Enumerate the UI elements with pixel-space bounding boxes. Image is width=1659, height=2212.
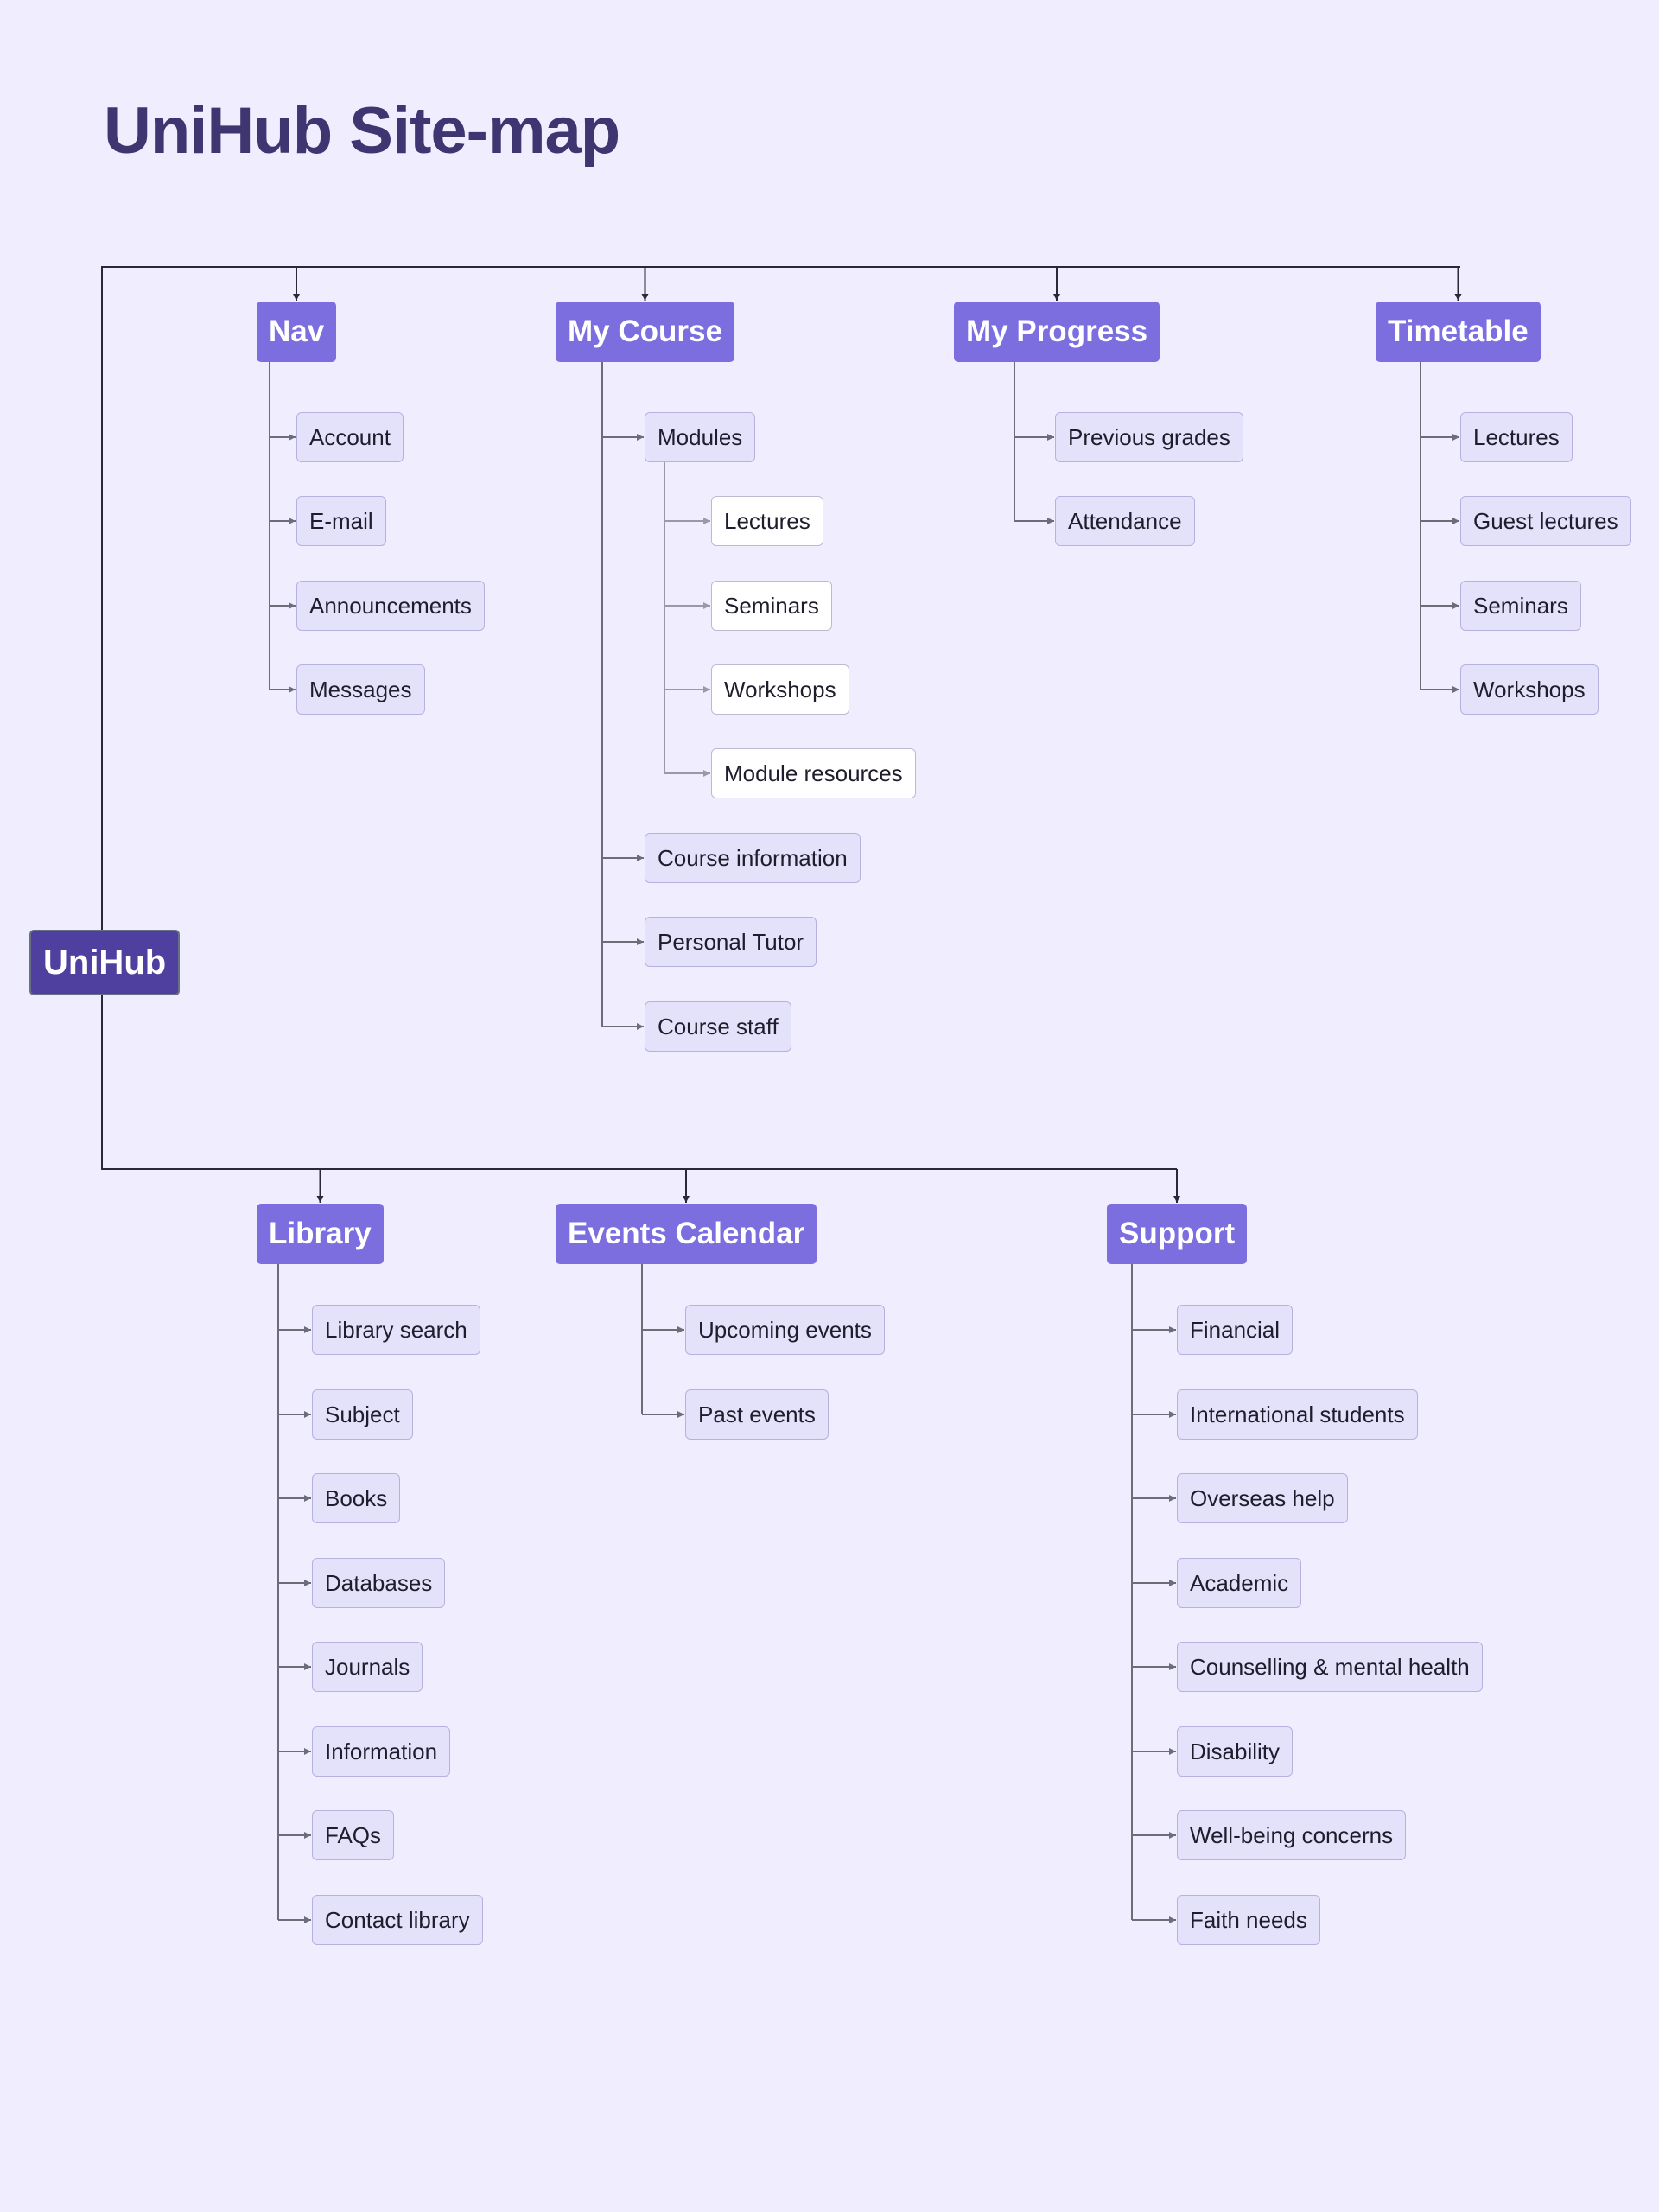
item-financial[interactable]: Financial (1177, 1305, 1294, 1355)
section-my-course[interactable]: My Course (556, 302, 734, 362)
item-journals[interactable]: Journals (312, 1642, 423, 1692)
section-nav[interactable]: Nav (257, 302, 337, 362)
root-bottom-connector (101, 995, 1177, 1170)
item-timetable-workshops[interactable]: Workshops (1460, 664, 1599, 715)
item-attendance[interactable]: Attendance (1055, 496, 1195, 546)
item-messages[interactable]: Messages (296, 664, 425, 715)
subitem-lectures[interactable]: Lectures (711, 496, 823, 546)
item-course-information[interactable]: Course information (645, 833, 861, 883)
root-node[interactable]: UniHub (29, 930, 181, 995)
item-announcements[interactable]: Announcements (296, 581, 485, 631)
item-library-search[interactable]: Library search (312, 1305, 480, 1355)
item-guest-lectures[interactable]: Guest lectures (1460, 496, 1631, 546)
item-previous-grades[interactable]: Previous grades (1055, 412, 1243, 462)
section-support[interactable]: Support (1107, 1204, 1248, 1264)
item-academic[interactable]: Academic (1177, 1558, 1302, 1608)
section-my-progress[interactable]: My Progress (954, 302, 1160, 362)
subitem-workshops[interactable]: Workshops (711, 664, 849, 715)
section-library[interactable]: Library (257, 1204, 384, 1264)
item-information[interactable]: Information (312, 1726, 451, 1777)
item-timetable-lectures[interactable]: Lectures (1460, 412, 1573, 462)
item-course-staff[interactable]: Course staff (645, 1001, 791, 1052)
item-upcoming-events[interactable]: Upcoming events (685, 1305, 885, 1355)
item-faith-needs[interactable]: Faith needs (1177, 1895, 1320, 1945)
item-timetable-seminars[interactable]: Seminars (1460, 581, 1581, 631)
item-subject[interactable]: Subject (312, 1389, 413, 1440)
item-account[interactable]: Account (296, 412, 404, 462)
item-counselling-mental-health[interactable]: Counselling & mental health (1177, 1642, 1483, 1692)
item-faqs[interactable]: FAQs (312, 1810, 395, 1860)
item-e-mail[interactable]: E-mail (296, 496, 386, 546)
section-timetable[interactable]: Timetable (1376, 302, 1541, 362)
item-disability[interactable]: Disability (1177, 1726, 1294, 1777)
item-contact-library[interactable]: Contact library (312, 1895, 483, 1945)
item-past-events[interactable]: Past events (685, 1389, 829, 1440)
item-international-students[interactable]: International students (1177, 1389, 1418, 1440)
item-overseas-help[interactable]: Overseas help (1177, 1473, 1348, 1523)
section-events-calendar[interactable]: Events Calendar (556, 1204, 817, 1264)
item-well-being-concerns[interactable]: Well-being concerns (1177, 1810, 1407, 1860)
subitem-module-resources[interactable]: Module resources (711, 748, 916, 798)
item-databases[interactable]: Databases (312, 1558, 446, 1608)
item-modules[interactable]: Modules (645, 412, 756, 462)
subitem-seminars[interactable]: Seminars (711, 581, 832, 631)
item-personal-tutor[interactable]: Personal Tutor (645, 917, 817, 967)
page-title: UniHub Site-map (104, 94, 620, 168)
item-books[interactable]: Books (312, 1473, 401, 1523)
